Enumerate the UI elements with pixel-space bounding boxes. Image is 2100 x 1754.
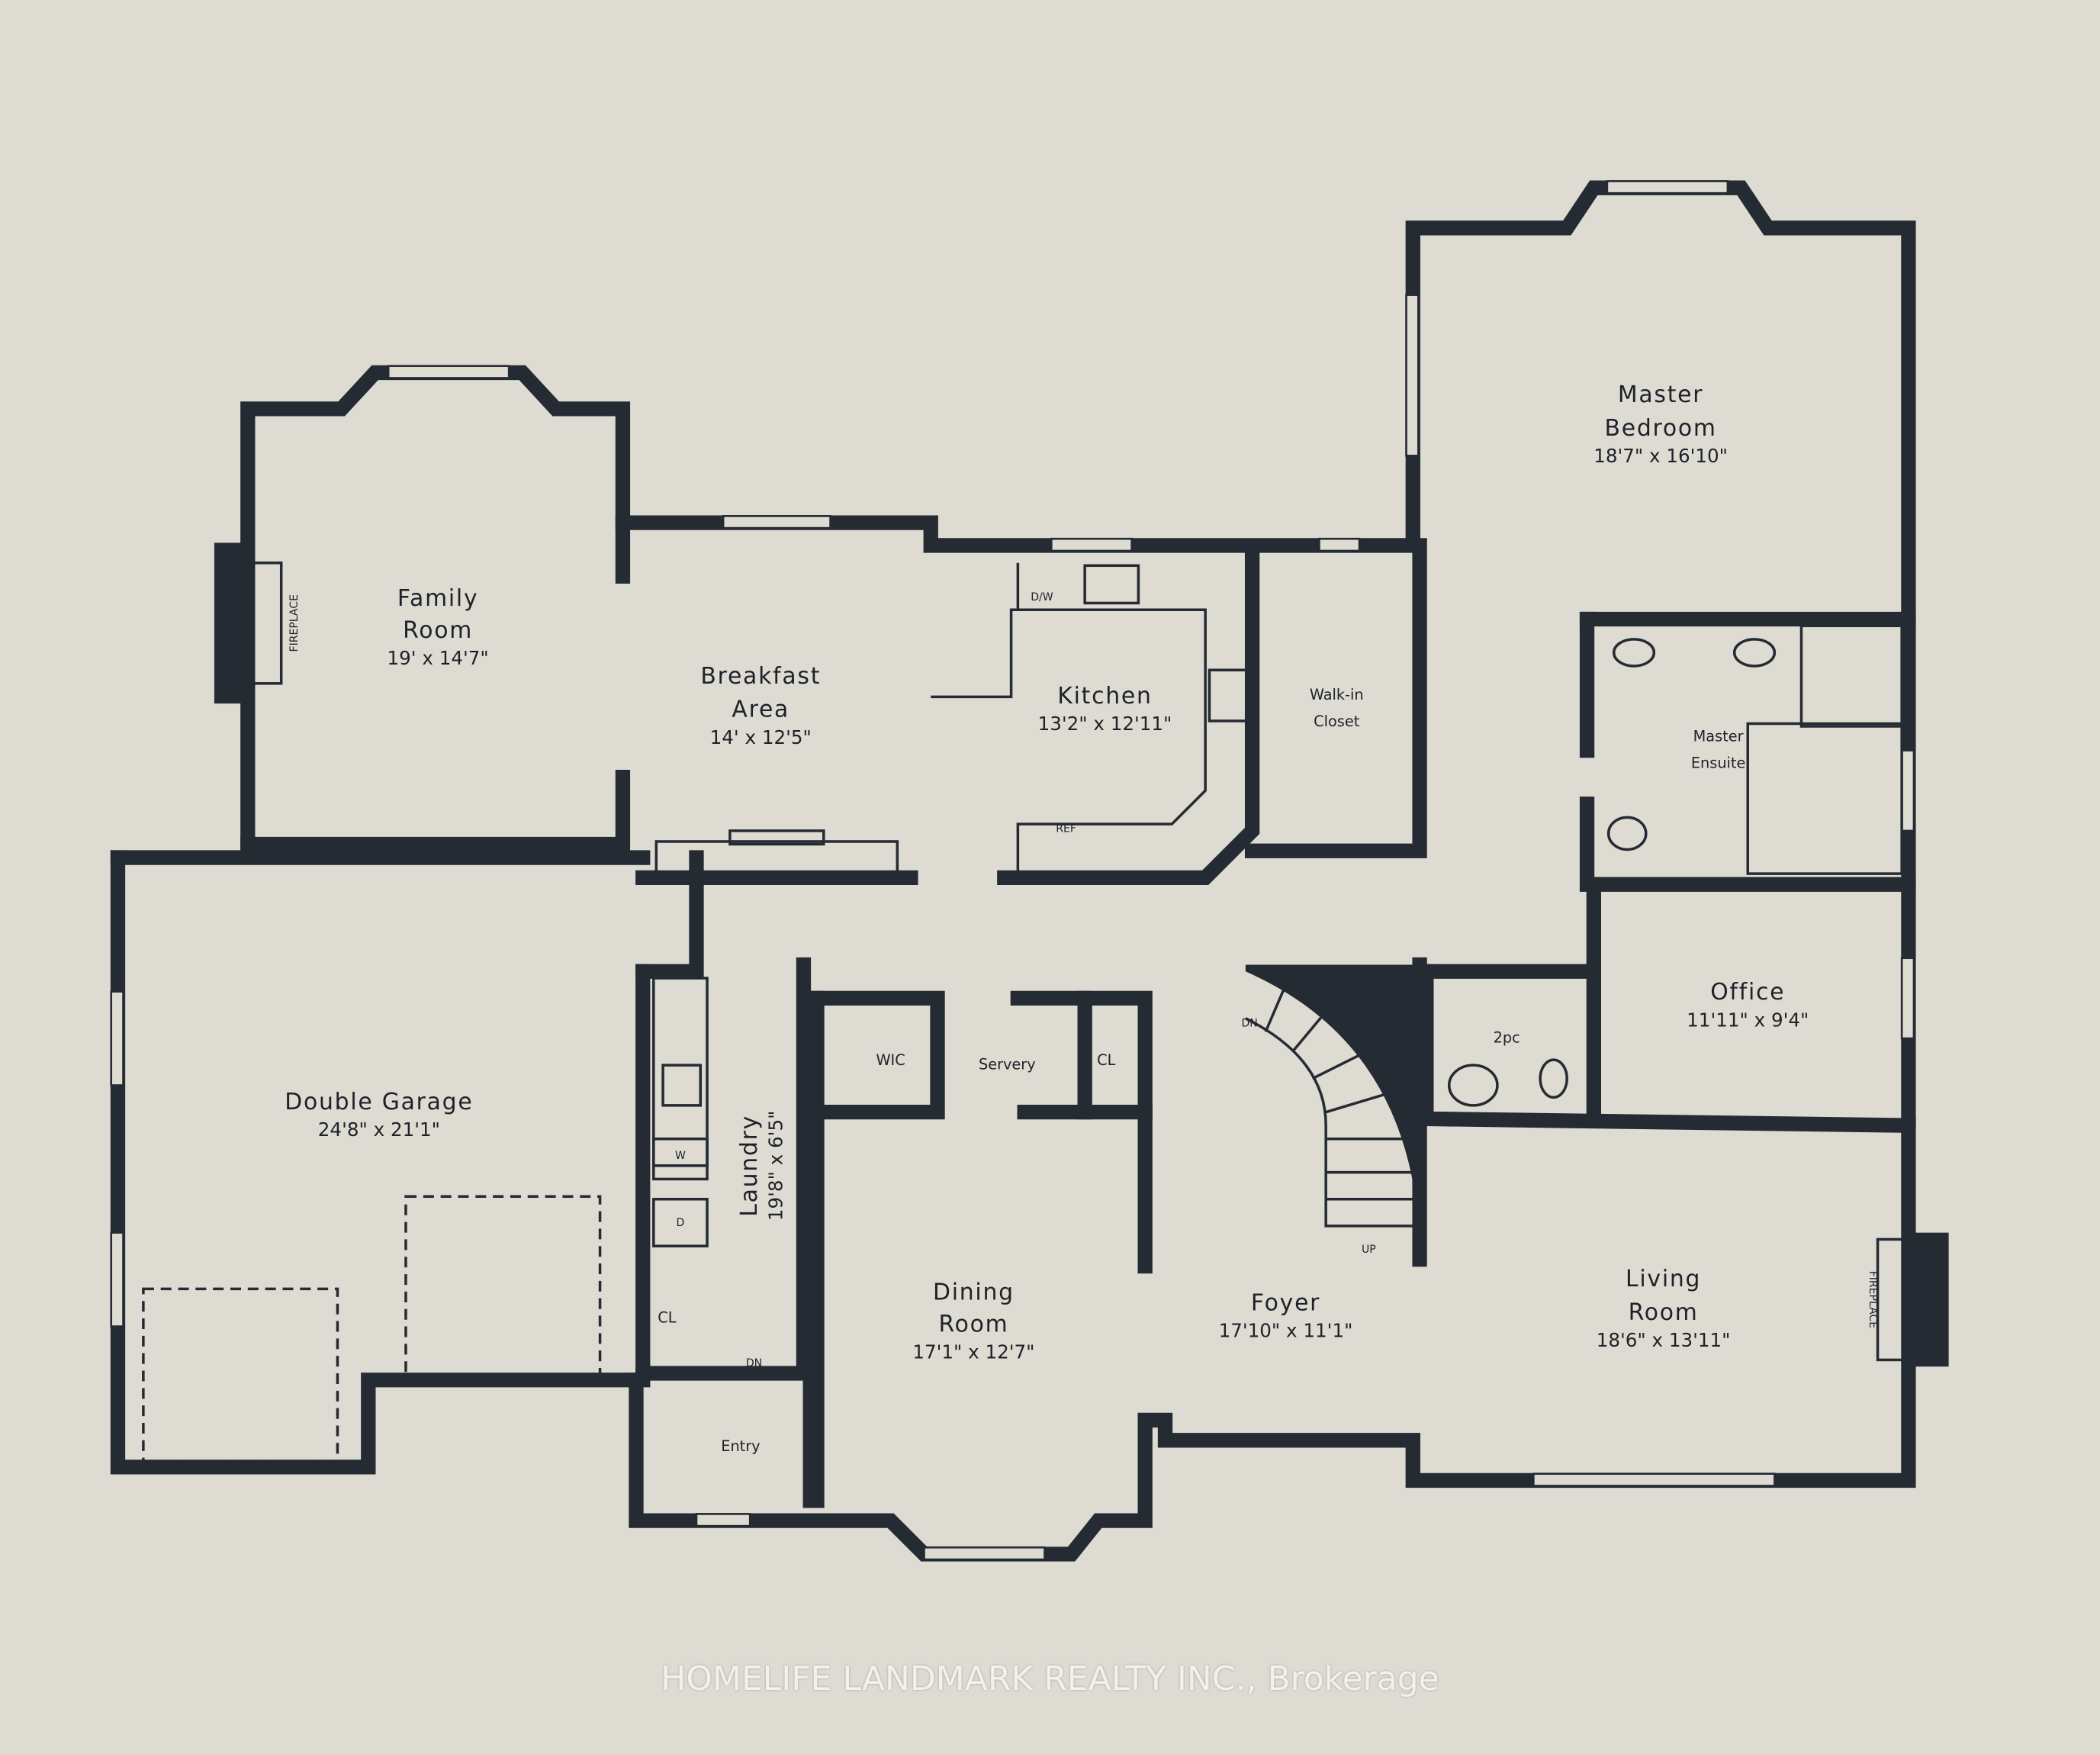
twopc-label: 2pc — [1494, 1028, 1520, 1046]
dishwasher-label: D/W — [1031, 591, 1053, 603]
office-dim: 11'11" x 9'4" — [1687, 1009, 1809, 1031]
laundry-down-label: DN — [746, 1357, 762, 1369]
stair-down-label: DN — [1241, 1017, 1257, 1029]
room-labels: Family Room 19' x 14'7" Breakfast Area 1… — [285, 381, 1809, 1455]
family-room-label-2: Room — [403, 617, 473, 644]
ensuite-label: Master — [1693, 727, 1744, 745]
master-label: Master — [1618, 381, 1703, 408]
kitchen-dim: 13'2" x 12'11" — [1038, 713, 1172, 735]
ensuite-fixtures — [1447, 624, 1903, 1107]
entry-label: Entry — [721, 1437, 760, 1455]
garage-doors — [142, 1195, 602, 1465]
washer-label: W — [675, 1150, 686, 1162]
foyer-dim: 17'10" x 11'1" — [1219, 1320, 1353, 1342]
stair-block — [1245, 964, 1420, 1247]
laundry-dim: 19'8" x 6'5" — [764, 1111, 786, 1221]
servery-label: Servery — [979, 1055, 1036, 1073]
ensuite-label-2: Ensuite — [1691, 754, 1746, 771]
kitchen-label: Kitchen — [1057, 683, 1152, 710]
master-label-2: Bedroom — [1605, 415, 1717, 442]
living-label: Living — [1626, 1266, 1701, 1292]
wic-label: WIC — [876, 1051, 905, 1069]
family-room-dim: 19' x 14'7" — [388, 647, 489, 669]
watermark: HOMELIFE LANDMARK REALTY INC., Brokerage — [661, 1659, 1439, 1698]
living-dim: 18'6" x 13'11" — [1597, 1329, 1731, 1351]
living-label-2: Room — [1629, 1299, 1699, 1326]
breakfast-label: Breakfast — [700, 663, 821, 690]
garage-label: Double Garage — [285, 1089, 473, 1115]
fixture-labels: FIREPLACE FIREPLACE D/W REF W D DN UP DN — [288, 591, 1879, 1369]
laundry-label: Laundry — [736, 1115, 763, 1217]
stair-up-label: UP — [1362, 1244, 1376, 1256]
closet-label-2: CL — [658, 1308, 676, 1326]
foyer-label: Foyer — [1251, 1289, 1320, 1316]
fireplace-label-2: FIREPLACE — [1867, 1271, 1879, 1328]
fireplaces — [214, 542, 1949, 1367]
office-label: Office — [1710, 979, 1785, 1006]
closet-label-1: CL — [1097, 1051, 1115, 1069]
dining-dim: 17'1" x 12'7" — [912, 1341, 1034, 1363]
master-dim: 18'7" x 16'10" — [1593, 445, 1728, 467]
breakfast-dim: 14' x 12'5" — [710, 726, 812, 748]
dining-label-2: Room — [938, 1311, 1008, 1338]
garage-dim: 24'8" x 21'1" — [318, 1118, 440, 1141]
breakfast-label-2: Area — [732, 697, 790, 723]
fireplace-label-1: FIREPLACE — [288, 594, 301, 652]
family-room-label: Family — [397, 585, 479, 612]
walkin-label: Walk-in — [1310, 686, 1364, 703]
laundry-fixtures — [652, 977, 709, 1247]
walkin-label-2: Closet — [1314, 713, 1360, 730]
dining-label: Dining — [933, 1279, 1015, 1305]
dryer-label: D — [677, 1217, 685, 1229]
kitchen-counters — [654, 562, 1251, 878]
fridge-label: REF — [1056, 823, 1076, 835]
